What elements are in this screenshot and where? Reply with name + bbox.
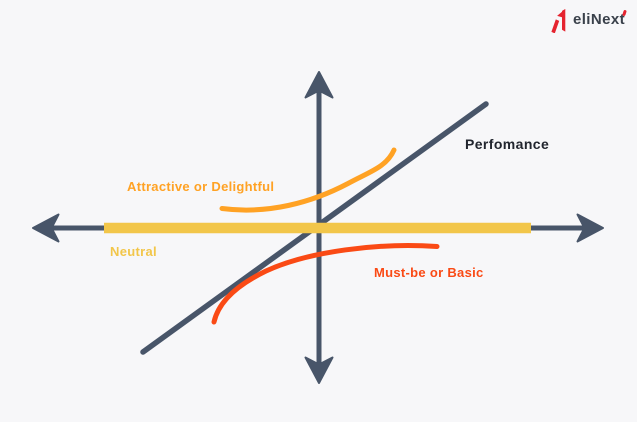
attractive-label: Attractive or Delightful [127, 179, 274, 194]
arrowhead-right-icon [576, 213, 604, 243]
brand-logo: eliNext [550, 7, 627, 33]
attractive-curve [219, 147, 397, 213]
arrowhead-up-icon [304, 71, 334, 99]
logo-text: eliNext [573, 11, 625, 28]
logo-text-wrap: eliNext [573, 9, 627, 29]
neutral-label: Neutral [110, 244, 157, 259]
logo-n-mark [551, 8, 566, 33]
mustbe-curve [211, 243, 440, 325]
arrowhead-down-icon [304, 356, 334, 384]
arrowhead-left-icon [32, 213, 60, 243]
mustbe-label: Must-be or Basic [374, 265, 484, 280]
performance-label: Perfomance [465, 136, 549, 152]
elinext-logo-icon [551, 8, 566, 33]
